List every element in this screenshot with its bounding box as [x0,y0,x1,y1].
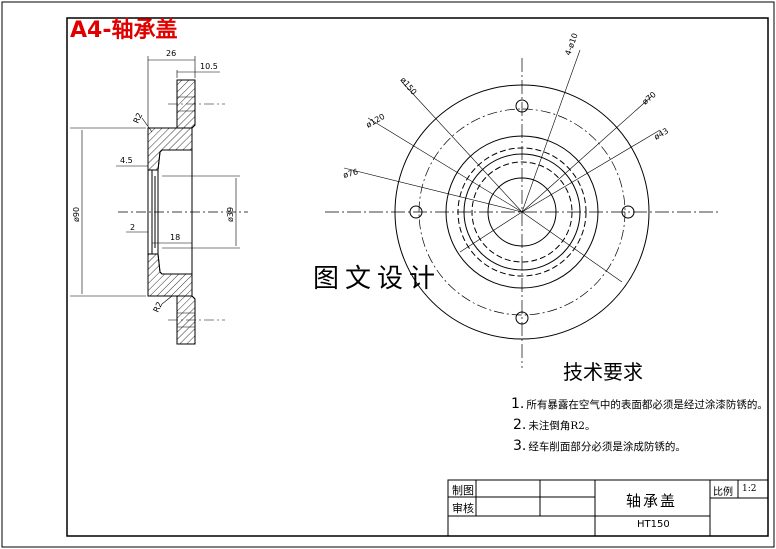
dim-18: 18 [170,233,180,242]
dim-r2-top: R2 [132,111,145,124]
section-dimension-labels: 26 10.5 R2 4.5 ø90 ø39 2 18 R2 [72,49,235,314]
dim-4-5: 4.5 [120,156,133,165]
tech-requirement-1: 1.所有暴露在空气中的表面都必须是经过涂漆防锈的。 [511,396,768,412]
title-block-checked-label: 审核 [452,502,474,515]
watermark: 图文设计 [313,264,442,294]
dim-10-5: 10.5 [200,62,218,71]
requirement-text: 所有暴露在空气中的表面都必须是经过涂漆防锈的。 [526,399,768,411]
requirement-number: 1. [511,396,525,412]
inner-frame [66,17,769,537]
sheet-tag: A4-轴承盖 [70,18,178,43]
title-block-part-name: 轴承盖 [626,492,678,510]
dim-dia-150: ø150 [398,76,418,97]
dim-dia-43: ø43 [653,126,671,141]
tech-requirement-2: 2.未注倒角R2。 [513,417,595,433]
dim-dia-70: ø70 [641,90,658,107]
title-block-scale-label: 比例 [713,487,733,498]
dim-dia-39: ø39 [226,207,235,222]
requirement-number: 3. [513,438,527,454]
dim-dia-90: ø90 [72,207,81,222]
title-block-scale-value: 1:2 [742,484,757,494]
tech-requirement-3: 3.经车削面部分必须是涂成防锈的。 [513,438,686,454]
title-block-material: HT150 [637,519,670,530]
dim-26: 26 [166,49,176,58]
title-block [447,479,769,537]
requirement-number: 2. [513,417,527,433]
front-view [325,49,718,368]
section-view [70,56,248,345]
title-block-drawn-label: 制图 [452,484,474,497]
dim-dia-76: ø76 [342,167,359,180]
tech-requirements-title: 技术要求 [563,360,643,384]
dim-r2-bottom: R2 [152,300,165,313]
requirement-text: 未注倒角R2。 [528,420,596,432]
dim-2: 2 [130,223,135,232]
front-dimension-labels: 4-ø10 ø150 ø70 ø120 ø43 ø76 [342,32,670,180]
requirement-text: 经车削面部分必须是涂成防锈的。 [528,441,686,453]
dim-4-dia-10: 4-ø10 [563,32,579,57]
